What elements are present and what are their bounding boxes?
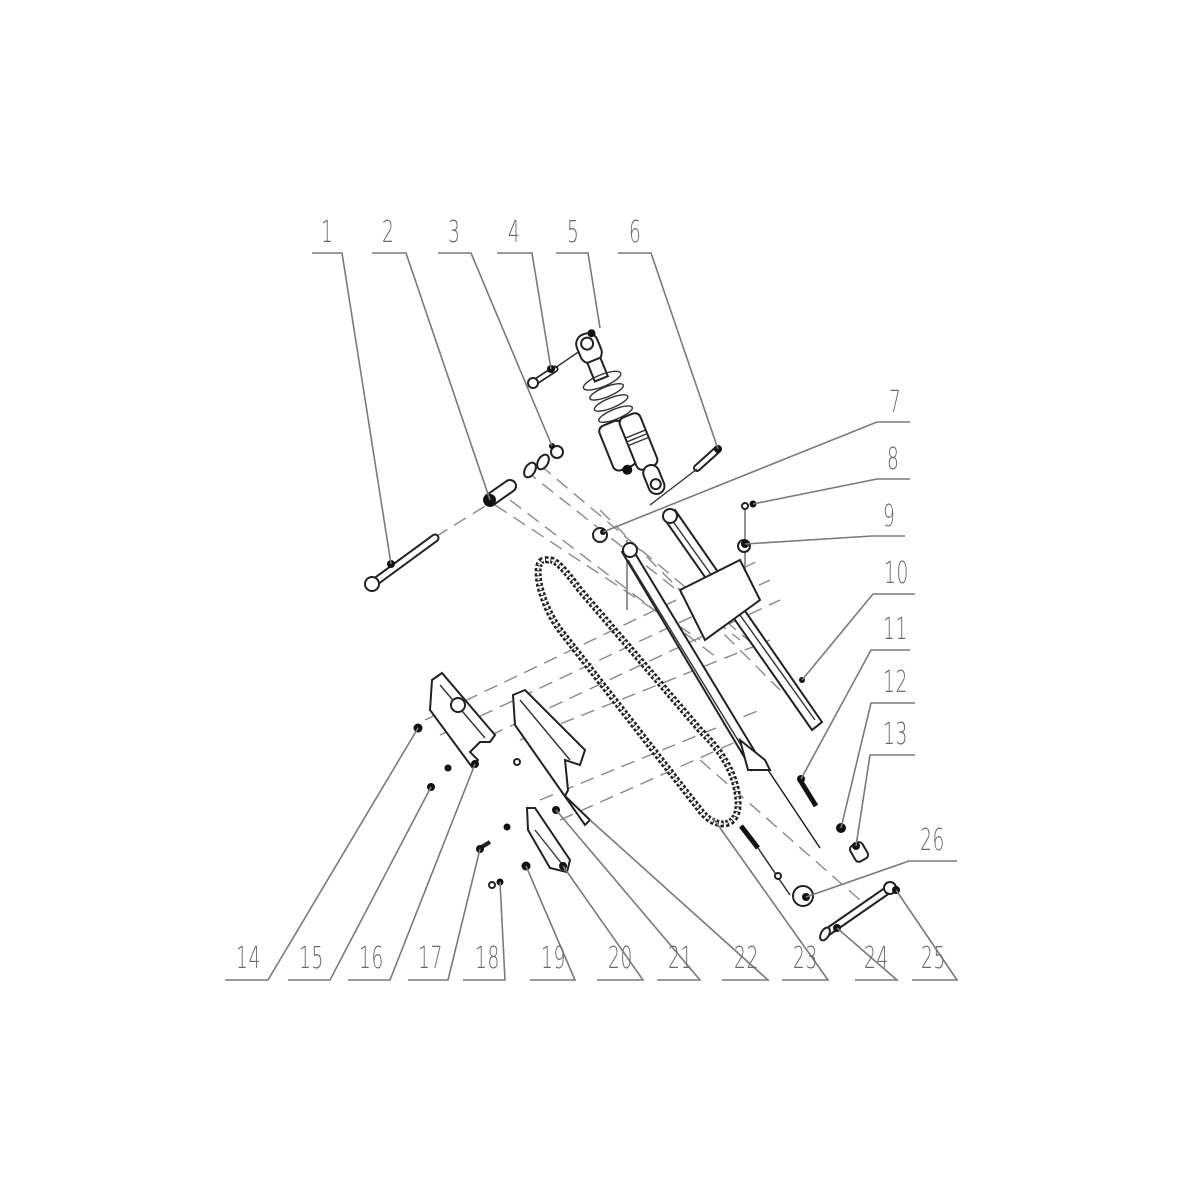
callout-6: 6 xyxy=(629,215,642,250)
callout-2: 2 xyxy=(382,215,395,250)
callout-17: 17 xyxy=(418,941,443,976)
callout-23: 23 xyxy=(793,941,818,976)
part-16-chain-slider xyxy=(428,671,497,769)
callout-1: 1 xyxy=(321,215,334,250)
part-22-tensioner-bolt xyxy=(739,824,791,896)
part-3-washers xyxy=(523,443,564,479)
part-21-chain-guard xyxy=(511,688,592,827)
part-26-adjuster-nut xyxy=(792,885,814,907)
callout-4: 4 xyxy=(508,215,521,250)
callout-12: 12 xyxy=(883,665,908,700)
part-19-sprocket-guard xyxy=(525,807,572,874)
callout-14: 14 xyxy=(236,941,261,976)
part-24-rear-axle xyxy=(819,885,893,942)
callout-10: 10 xyxy=(884,556,909,591)
callout-16: 16 xyxy=(359,941,384,976)
part-5-rear-shock-absorber xyxy=(575,329,666,495)
part-11-adjuster-bolt xyxy=(767,769,821,849)
callout-24: 24 xyxy=(864,941,889,976)
callout-11: 11 xyxy=(883,612,908,647)
callout-13: 13 xyxy=(883,717,908,752)
callout-8: 8 xyxy=(887,442,900,477)
part-8-washer xyxy=(741,500,757,510)
callout-25: 25 xyxy=(921,941,946,976)
part-18-nut xyxy=(488,878,504,889)
callout-18: 18 xyxy=(475,941,500,976)
part-4-bolt xyxy=(527,343,591,389)
part-7-nut xyxy=(592,527,608,543)
callout-22: 22 xyxy=(734,941,759,976)
callout-20: 20 xyxy=(608,941,633,976)
part-17-bolt xyxy=(476,823,511,853)
part-23-drive-chain xyxy=(534,556,742,828)
callout-19: 19 xyxy=(541,941,566,976)
part-9-nut xyxy=(737,539,751,553)
callout-9: 9 xyxy=(883,499,896,534)
part-13-adjuster-block xyxy=(848,841,870,863)
callout-leaders xyxy=(225,252,959,981)
callout-7: 7 xyxy=(889,385,902,420)
callout-5: 5 xyxy=(567,215,580,250)
callout-15: 15 xyxy=(299,941,324,976)
callout-3: 3 xyxy=(448,215,461,250)
part-1-pivot-bolt xyxy=(364,533,440,592)
callout-26: 26 xyxy=(920,823,945,858)
callout-21: 21 xyxy=(668,941,693,976)
part-10-swingarm xyxy=(620,508,824,772)
